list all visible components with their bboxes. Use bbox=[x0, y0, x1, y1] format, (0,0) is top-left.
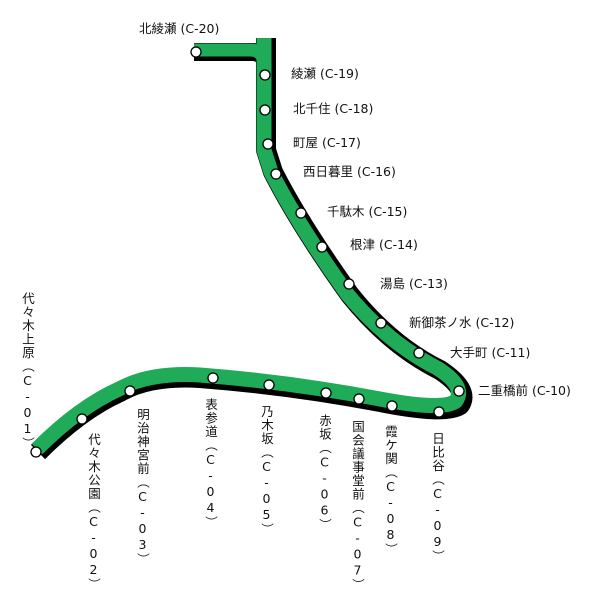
station-label-c05[interactable]: 乃木坂（C-05） bbox=[259, 405, 274, 537]
station-label-c08[interactable]: 霞ケ関（C-08） bbox=[383, 425, 398, 557]
station-marker-c18[interactable] bbox=[259, 104, 271, 116]
station-marker-c12[interactable] bbox=[375, 317, 387, 329]
station-label-c06[interactable]: 赤坂（C-06） bbox=[317, 414, 332, 532]
station-marker-c17[interactable] bbox=[262, 138, 274, 150]
station-marker-c02[interactable] bbox=[76, 413, 88, 425]
station-marker-c08[interactable] bbox=[386, 400, 398, 412]
station-label-c04[interactable]: 表参道（C-04） bbox=[203, 398, 218, 530]
station-marker-c14[interactable] bbox=[316, 241, 328, 253]
station-marker-c15[interactable] bbox=[295, 207, 307, 219]
station-marker-c07[interactable] bbox=[353, 393, 365, 405]
station-marker-c03[interactable] bbox=[124, 385, 136, 397]
station-label-c07[interactable]: 国会議事堂前（C-07） bbox=[350, 420, 365, 592]
station-label-c11[interactable]: 大手町 (C-11) bbox=[450, 345, 531, 360]
station-marker-c09[interactable] bbox=[433, 406, 445, 418]
station-label-c17[interactable]: 町屋 (C-17) bbox=[293, 135, 361, 150]
station-marker-c01[interactable] bbox=[30, 446, 42, 458]
station-label-c01[interactable]: 代々木上原（C-01） bbox=[20, 292, 35, 451]
line-branch bbox=[194, 43, 271, 65]
station-label-c15[interactable]: 千駄木 (C-15) bbox=[327, 204, 408, 219]
station-markers bbox=[30, 46, 465, 458]
station-label-c09[interactable]: 日比谷（C-09） bbox=[430, 432, 445, 564]
station-marker-c10[interactable] bbox=[453, 385, 465, 397]
station-label-c20[interactable]: 北綾瀬 (C-20) bbox=[139, 21, 220, 36]
station-label-c03[interactable]: 明治神宮前（C-03） bbox=[135, 408, 150, 567]
station-marker-c16[interactable] bbox=[270, 168, 282, 180]
station-marker-c11[interactable] bbox=[413, 347, 425, 359]
station-marker-c05[interactable] bbox=[263, 379, 275, 391]
station-marker-c06[interactable] bbox=[320, 387, 332, 399]
station-marker-c13[interactable] bbox=[343, 278, 355, 290]
station-label-c14[interactable]: 根津 (C-14) bbox=[350, 237, 418, 252]
station-label-c02[interactable]: 代々木公園（C-02） bbox=[86, 433, 101, 592]
station-marker-c04[interactable] bbox=[207, 372, 219, 384]
station-marker-c20[interactable] bbox=[190, 46, 202, 58]
station-label-c10[interactable]: 二重橋前 (C-10) bbox=[478, 383, 571, 398]
station-label-c18[interactable]: 北千住 (C-18) bbox=[293, 101, 374, 116]
station-label-c16[interactable]: 西日暮里 (C-16) bbox=[303, 164, 396, 179]
station-label-c12[interactable]: 新御茶ノ水 (C-12) bbox=[409, 315, 515, 330]
station-label-c19[interactable]: 綾瀬 (C-19) bbox=[291, 66, 359, 81]
line-main bbox=[31, 38, 466, 455]
station-label-c13[interactable]: 湯島 (C-13) bbox=[380, 276, 448, 291]
station-marker-c19[interactable] bbox=[259, 69, 271, 81]
